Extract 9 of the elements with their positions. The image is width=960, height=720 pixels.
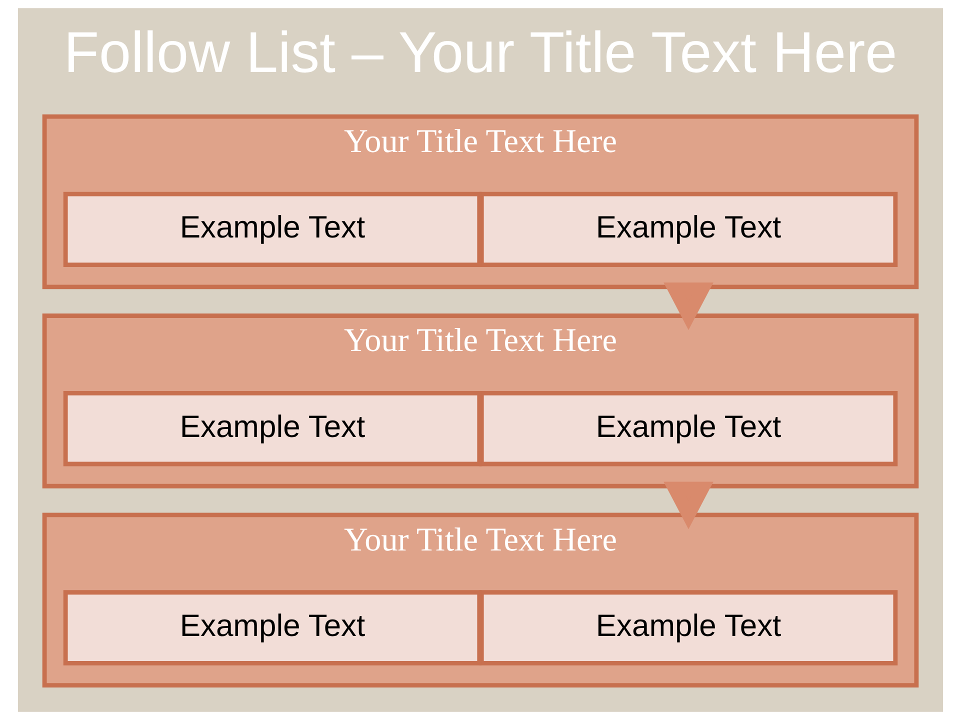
arrow [663, 482, 713, 530]
node-box: Example Text [62, 390, 482, 466]
node-box: Example Text [478, 390, 898, 466]
node-box: Example Text [62, 192, 482, 268]
diagram-title: Follow List – Your Title Text Here [63, 20, 897, 85]
node-box: Example Text [478, 590, 898, 666]
arrow [663, 282, 713, 330]
node-box: Example Text [62, 590, 482, 666]
node-box: Example Text [478, 192, 898, 268]
